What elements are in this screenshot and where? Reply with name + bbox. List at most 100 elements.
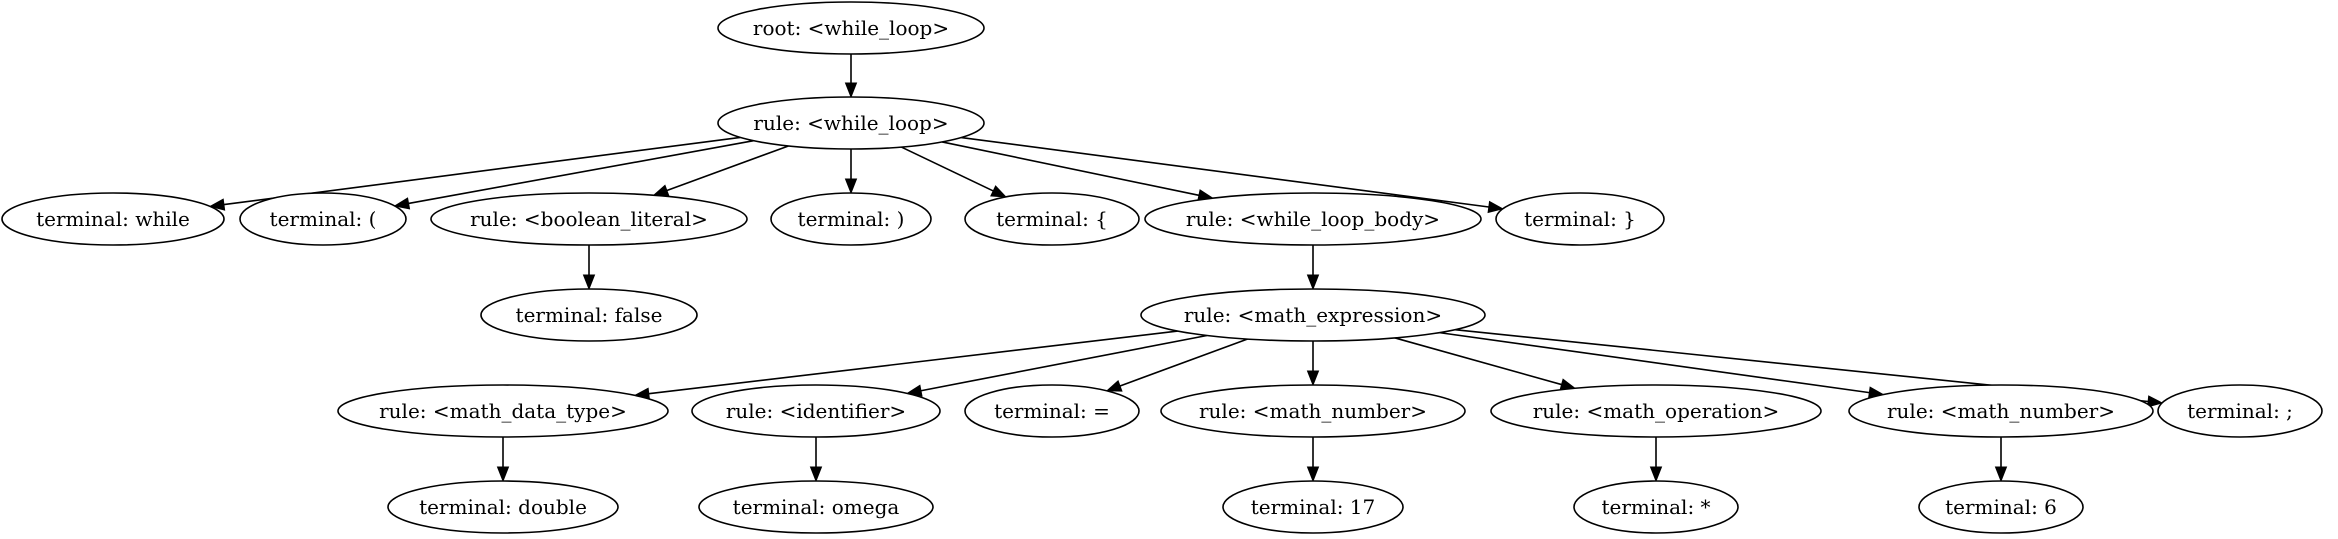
arrowhead	[990, 185, 1008, 198]
node-label: terminal: ;	[2187, 399, 2293, 423]
node-label: terminal: }	[1524, 207, 1636, 231]
edge-line	[1119, 338, 1248, 387]
edge-rule-while-loop-to-t-rbrace	[961, 136, 1505, 214]
arrowhead	[2146, 395, 2164, 408]
edge-rule-while-loop-body-to-rule-math-expression	[1306, 245, 1320, 291]
node-rule-math-data-type: rule: <math_data_type>	[337, 384, 669, 438]
edge-rule-math-number-2-to-t-6	[1994, 437, 2008, 483]
node-ellipse	[1, 192, 225, 246]
arrowhead	[652, 184, 670, 197]
edge-line	[666, 145, 789, 192]
node-label: terminal: while	[36, 207, 190, 231]
node-label: terminal: false	[516, 303, 663, 327]
node-ellipse	[1490, 384, 1822, 438]
edge-rule-while-loop-to-t-rparen	[844, 149, 858, 195]
node-ellipse	[1140, 288, 1486, 342]
arrowhead	[844, 178, 858, 195]
edge-rule-math-expression-to-rule-math-number-1	[1306, 341, 1320, 387]
node-label: rule: <while_loop>	[753, 111, 948, 135]
edge-rule-boolean-literal-to-t-false	[582, 245, 596, 291]
edge-rule-math-operation-to-t-star	[1649, 437, 1663, 483]
node-ellipse	[964, 192, 1140, 246]
edge-line	[941, 141, 1200, 197]
edge-rule-identifier-to-t-omega	[809, 437, 823, 483]
edge-root-to-rule-while-loop	[844, 54, 858, 99]
node-t-rparen: terminal: )	[770, 192, 932, 246]
node-t-17: terminal: 17	[1222, 480, 1404, 534]
edge-rule-math-expression-to-rule-math-operation	[1394, 337, 1577, 391]
node-t-6: terminal: 6	[1918, 480, 2084, 534]
node-ellipse	[964, 384, 1140, 438]
node-label: rule: <identifier>	[726, 399, 906, 423]
node-t-equals: terminal: =	[964, 384, 1140, 438]
node-rule-while-loop-body: rule: <while_loop_body>	[1144, 192, 1482, 246]
node-t-false: terminal: false	[480, 288, 698, 342]
edge-line	[920, 334, 1208, 392]
node-rule-boolean-literal: rule: <boolean_literal>	[430, 192, 748, 246]
node-t-double: terminal: double	[387, 480, 619, 534]
node-label: rule: <math_expression>	[1184, 303, 1442, 327]
node-label: terminal: (	[270, 207, 377, 231]
node-t-omega: terminal: omega	[698, 480, 934, 534]
node-t-lparen: terminal: (	[239, 192, 407, 246]
node-label: root: <while_loop>	[753, 16, 949, 40]
node-rule-math-number-1: rule: <math_number>	[1160, 384, 1466, 438]
node-ellipse	[691, 384, 941, 438]
node-label: terminal: 17	[1251, 495, 1376, 519]
node-label: rule: <math_number>	[1199, 399, 1427, 423]
node-t-lbrace: terminal: {	[964, 192, 1140, 246]
arrowhead	[1649, 466, 1663, 483]
edge-rule-while-loop-to-t-lbrace	[901, 146, 1008, 198]
arrowhead	[582, 274, 596, 291]
edge-line	[901, 146, 994, 192]
edge-rule-math-data-type-to-t-double	[496, 437, 510, 483]
arrowhead	[1487, 200, 1505, 214]
node-ellipse	[1495, 192, 1665, 246]
node-ellipse	[239, 192, 407, 246]
node-label: terminal: {	[996, 207, 1108, 231]
node-label: rule: <boolean_literal>	[470, 207, 708, 231]
edge-rule-math-number-1-to-t-17	[1306, 437, 1320, 483]
node-label: rule: <math_operation>	[1533, 399, 1780, 423]
node-ellipse	[480, 288, 698, 342]
node-ellipse	[1222, 480, 1404, 534]
node-ellipse	[770, 192, 932, 246]
node-rule-while-loop: rule: <while_loop>	[717, 96, 985, 150]
node-ellipse	[430, 192, 748, 246]
arrowhead	[1306, 466, 1320, 483]
node-label: terminal: *	[1601, 495, 1710, 519]
edge-line	[648, 330, 1178, 395]
arrowhead	[1105, 379, 1123, 392]
edge-line	[1439, 331, 1870, 394]
node-rule-math-number-2: rule: <math_number>	[1848, 384, 2154, 438]
node-ellipse	[1144, 192, 1482, 246]
node-ellipse	[337, 384, 669, 438]
node-t-rbrace: terminal: }	[1495, 192, 1665, 246]
node-label: terminal: omega	[733, 495, 900, 519]
edge-line	[408, 139, 754, 205]
arrowhead	[393, 197, 411, 210]
node-ellipse	[1573, 480, 1739, 534]
node-ellipse	[1918, 480, 2084, 534]
node-t-star: terminal: *	[1573, 480, 1739, 534]
arrowhead	[1994, 466, 2008, 483]
arrowhead	[496, 466, 510, 483]
edge-rule-while-loop-to-t-lparen	[393, 139, 754, 210]
node-ellipse	[717, 96, 985, 150]
node-label: terminal: 6	[1945, 495, 2057, 519]
arrowhead	[208, 198, 226, 211]
node-t-semicolon: terminal: ;	[2157, 384, 2323, 438]
arrowhead	[844, 82, 858, 99]
node-ellipse	[387, 480, 619, 534]
node-ellipse	[2157, 384, 2323, 438]
node-label: rule: <math_data_type>	[379, 399, 627, 423]
node-ellipse	[698, 480, 934, 534]
edge-line	[961, 136, 1489, 208]
node-label: rule: <while_loop_body>	[1186, 207, 1440, 231]
arrowhead	[1306, 370, 1320, 387]
arrowhead	[809, 466, 823, 483]
node-rule-math-expression: rule: <math_expression>	[1140, 288, 1486, 342]
edge-line	[1394, 337, 1562, 386]
